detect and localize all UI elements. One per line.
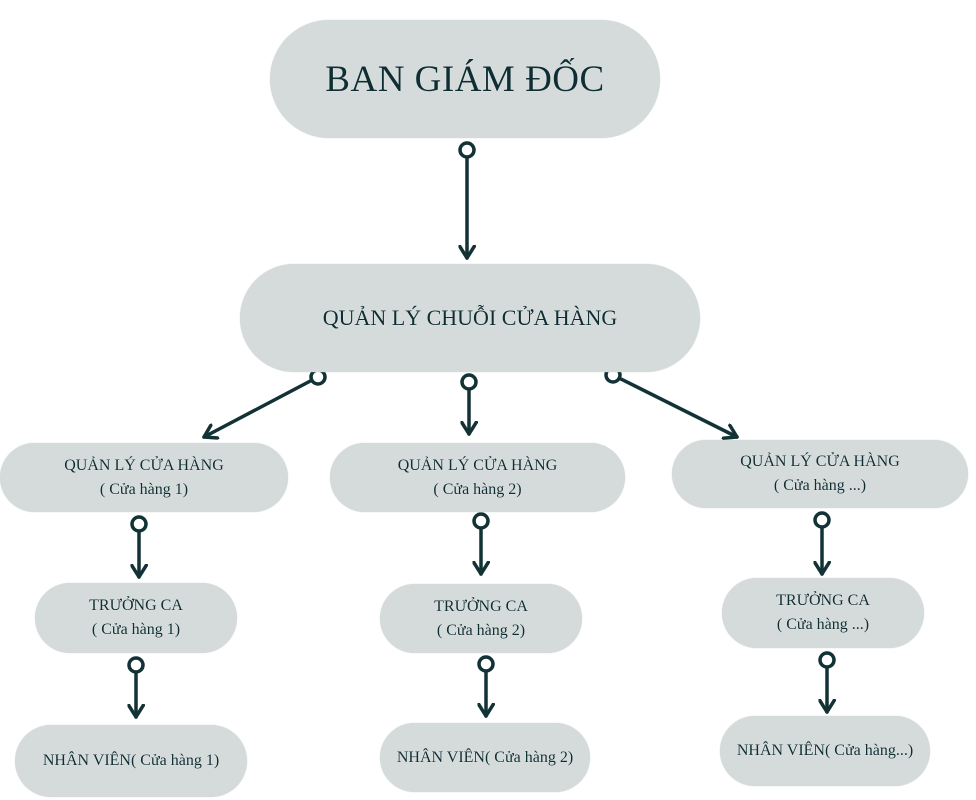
node-title: QUẢN LÝ CỬA HÀNG — [64, 456, 224, 474]
connector-origin-circle-icon — [460, 373, 478, 391]
arrow-line — [202, 378, 314, 437]
node-shift-leader-3: TRƯỞNG CA ( Cửa hàng ...) — [722, 578, 924, 648]
connector-chain-to-store-manager-2 — [460, 373, 478, 436]
connector-shift-leader-3-to-staff-3 — [818, 651, 836, 714]
connector-shift-leader-1-to-staff-1 — [127, 656, 145, 719]
node-subtitle: ( Cửa hàng 1) — [91, 621, 181, 638]
connector-store-manager-3-to-shift-leader-3 — [813, 511, 831, 576]
connector-origin-circle-icon — [130, 515, 148, 533]
connector-shift-leader-2-to-staff-2 — [477, 655, 495, 718]
node-title: TRƯỞNG CA — [89, 597, 183, 614]
arrow-line — [617, 376, 739, 437]
node-label: NHÂN VIÊN( Cửa hàng...) — [736, 742, 914, 759]
connector-store-manager-2-to-shift-leader-2 — [472, 512, 490, 576]
node-staff-2: NHÂN VIÊN( Cửa hàng 2) — [380, 723, 590, 792]
node-label: BAN GIÁM ĐỐC — [325, 58, 605, 100]
connector-chain-to-store-manager-3 — [604, 366, 739, 437]
connector-origin-circle-icon — [813, 511, 831, 529]
node-subtitle: ( Cửa hàng ...) — [776, 616, 870, 633]
node-title: QUẢN LÝ CỬA HÀNG — [397, 456, 558, 474]
node-label: NHÂN VIÊN( Cửa hàng 1) — [42, 752, 220, 769]
connector-origin-circle-icon — [818, 651, 836, 669]
node-shift-leader-2: TRƯỞNG CA ( Cửa hàng 2) — [380, 584, 582, 653]
node-label: NHÂN VIÊN( Cửa hàng 2) — [396, 748, 574, 766]
connector-origin-circle-icon — [458, 141, 476, 159]
node-subtitle: ( Cửa hàng 2) — [433, 480, 522, 498]
connector-origin-circle-icon — [309, 368, 327, 386]
connector-origin-circle-icon — [127, 656, 145, 674]
node-staff-1: NHÂN VIÊN( Cửa hàng 1) — [15, 725, 247, 797]
node-subtitle: ( Cửa hàng 2) — [436, 621, 526, 639]
node-store-manager-1: QUẢN LÝ CỬA HÀNG ( Cửa hàng 1) — [0, 443, 288, 512]
node-title: QUẢN LÝ CỬA HÀNG — [740, 453, 900, 470]
node-store-manager-2: QUẢN LÝ CỬA HÀNG ( Cửa hàng 2) — [330, 443, 625, 512]
connector-origin-circle-icon — [477, 655, 495, 673]
node-shift-leader-1: TRƯỞNG CA ( Cửa hàng 1) — [35, 583, 237, 653]
node-title: TRƯỞNG CA — [434, 597, 528, 615]
node-store-manager-3: QUẢN LÝ CỬA HÀNG ( Cửa hàng ...) — [672, 440, 968, 508]
node-label: QUẢN LÝ CHUỖI CỬA HÀNG — [322, 305, 618, 330]
node-subtitle: ( Cửa hàng ...) — [773, 477, 867, 494]
node-staff-3: NHÂN VIÊN( Cửa hàng...) — [720, 716, 930, 786]
node-title: TRƯỞNG CA — [776, 592, 870, 609]
connector-chain-to-store-manager-1 — [202, 368, 327, 437]
connector-store-manager-1-to-shift-leader-1 — [130, 515, 148, 579]
node-chain-manager: QUẢN LÝ CHUỖI CỬA HÀNG — [240, 264, 700, 372]
node-board-of-directors: BAN GIÁM ĐỐC — [270, 20, 660, 138]
node-subtitle: ( Cửa hàng 1) — [99, 480, 189, 498]
connector-board-to-chain — [458, 141, 476, 260]
connector-origin-circle-icon — [472, 512, 490, 530]
